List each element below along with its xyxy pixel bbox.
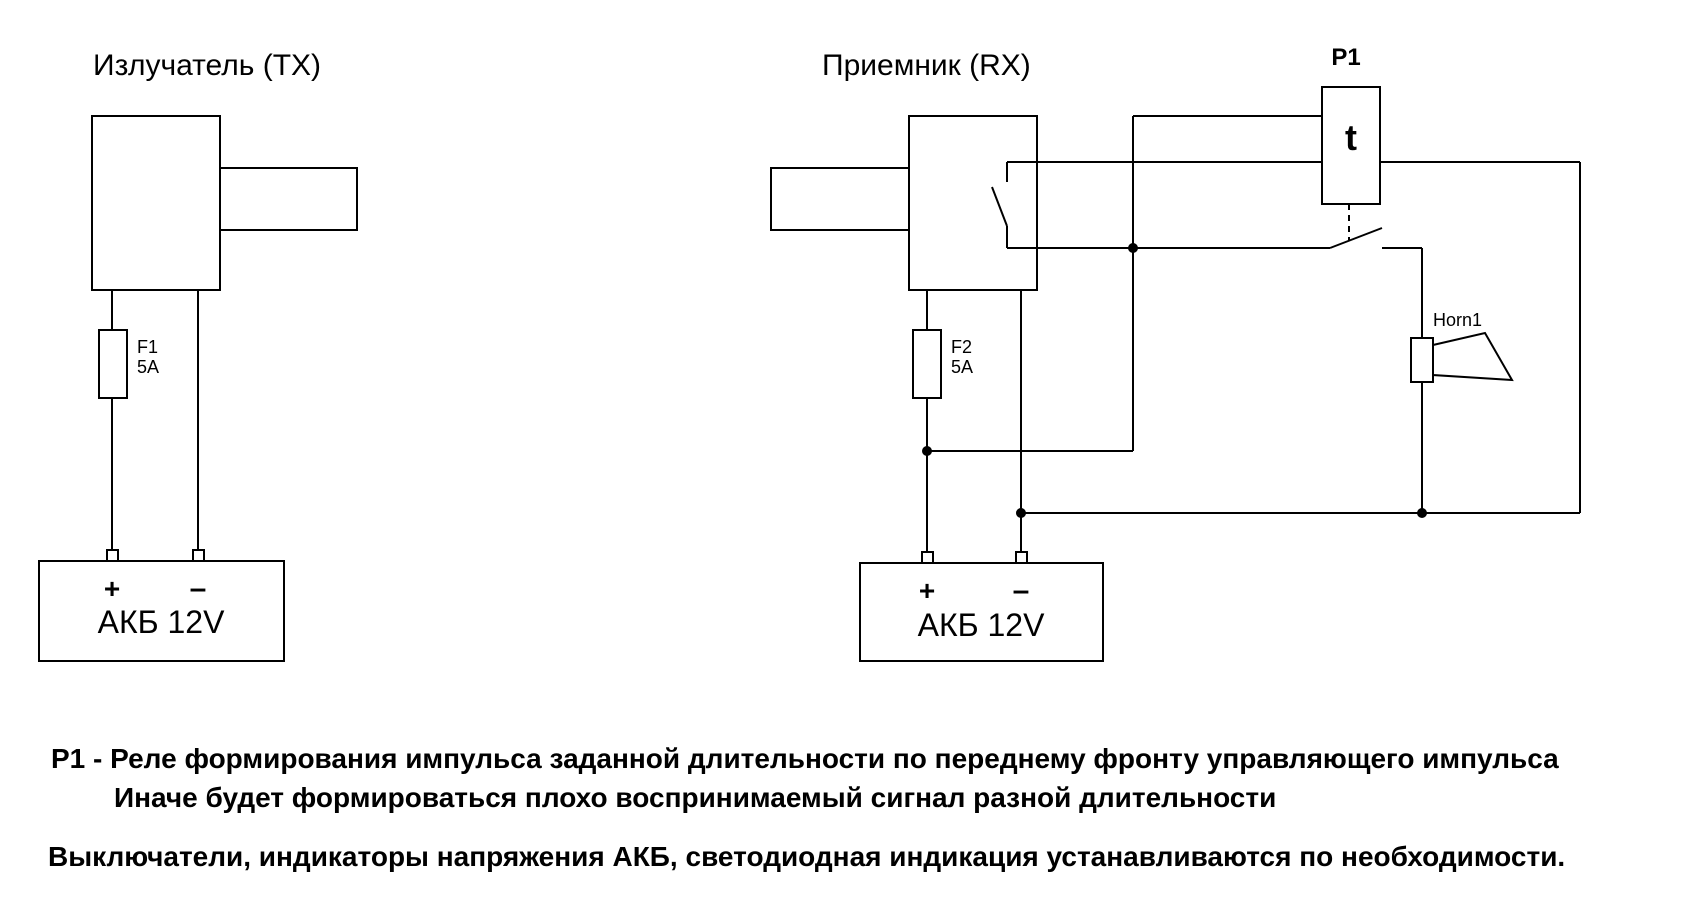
junction-dot bbox=[1016, 508, 1026, 518]
tx-fuse-f1 bbox=[98, 329, 128, 399]
tx-battery-plus-sign: + bbox=[104, 573, 120, 604]
tx-battery-minus-terminal bbox=[192, 549, 205, 562]
rx-battery-plus-sign: + bbox=[919, 575, 935, 606]
junction-dot bbox=[1417, 508, 1427, 518]
relay-ref: P1 bbox=[1331, 44, 1360, 71]
tx-battery-body bbox=[38, 560, 285, 662]
relay-coil-box bbox=[1321, 86, 1381, 205]
rx-antenna-block bbox=[770, 167, 910, 231]
tx-section: Излучатель (TX) F1 5A + – АКБ 12V bbox=[38, 49, 358, 662]
rx-fuse-ref: F2 bbox=[951, 337, 972, 357]
rx-fuse-value: 5A bbox=[951, 357, 973, 377]
rx-unit-body bbox=[908, 115, 1038, 291]
relay-contact-blade bbox=[1329, 227, 1383, 249]
rx-battery-minus-sign: – bbox=[1013, 574, 1030, 607]
rx-battery-minus-terminal bbox=[1015, 551, 1028, 564]
relay-symbol: t bbox=[1345, 117, 1357, 158]
rx-title: Приемник (RX) bbox=[822, 49, 1031, 82]
relay-p1: P1 t bbox=[927, 44, 1581, 513]
tx-unit-body bbox=[91, 115, 221, 291]
junction-dot bbox=[1128, 243, 1138, 253]
tx-antenna-block bbox=[219, 167, 358, 231]
tx-battery-minus-sign: – bbox=[190, 572, 207, 605]
tx-battery-label: АКБ 12V bbox=[98, 604, 225, 640]
rx-battery-label: АКБ 12V bbox=[918, 607, 1045, 643]
junction-dot bbox=[922, 446, 932, 456]
tx-fuse-ref: F1 bbox=[137, 337, 158, 357]
rx-fuse-f2 bbox=[912, 329, 942, 399]
rx-battery-plus-terminal bbox=[921, 551, 934, 564]
rx-section: Приемник (RX) F2 5A + – АКБ 12V bbox=[770, 49, 1104, 662]
horn-body bbox=[1410, 337, 1434, 383]
rx-switch-blade bbox=[991, 186, 1008, 227]
tx-battery-plus-terminal bbox=[106, 549, 119, 562]
horn-ref: Horn1 bbox=[1433, 310, 1482, 330]
tx-fuse-value: 5A bbox=[137, 357, 159, 377]
tx-title: Излучатель (TX) bbox=[93, 49, 321, 82]
rx-battery-body bbox=[859, 562, 1104, 662]
horn-bell bbox=[1432, 331, 1514, 382]
horn1: Horn1 bbox=[1410, 310, 1514, 513]
